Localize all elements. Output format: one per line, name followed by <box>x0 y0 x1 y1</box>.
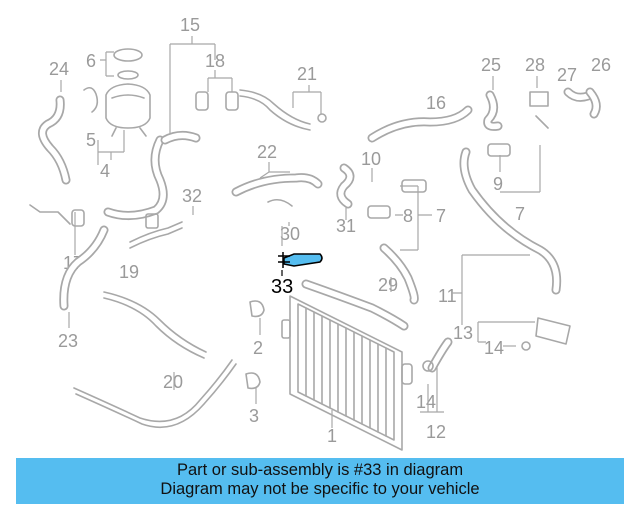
banner-line-2: Diagram may not be specific to your vehi… <box>160 480 480 498</box>
fittings-8-9-part <box>367 143 511 219</box>
highlighted-part-33 <box>278 252 323 276</box>
hose-31-part <box>336 163 355 209</box>
callout-1: 1 <box>327 426 337 446</box>
callout-28: 28 <box>525 55 545 75</box>
callout-16: 16 <box>426 93 446 113</box>
callout-14-right: 14 <box>484 338 504 358</box>
callout-13: 13 <box>453 323 473 343</box>
leader-lines <box>60 36 541 428</box>
fitting-18-part <box>195 91 239 111</box>
callout-22: 22 <box>257 142 277 162</box>
callout-19: 19 <box>119 262 139 282</box>
callout-9: 9 <box>493 174 503 194</box>
callout-18: 18 <box>205 51 225 71</box>
callout-25: 25 <box>481 55 501 75</box>
callout-7-upper: 7 <box>436 206 446 226</box>
pipe-21-part <box>239 89 327 131</box>
callout-14-lower: 14 <box>416 392 436 412</box>
callout-5: 5 <box>86 130 96 150</box>
fitting-13-part <box>521 317 571 351</box>
callout-8: 8 <box>403 206 413 226</box>
callout-24: 24 <box>49 59 69 79</box>
hose-16-part <box>367 105 473 143</box>
hose-24-part <box>38 95 71 185</box>
callout-15: 15 <box>180 15 200 35</box>
callout-27: 27 <box>557 65 577 85</box>
callout-32: 32 <box>182 186 202 206</box>
hose-7-part <box>459 147 562 295</box>
small-parts-2-3-part <box>245 300 265 390</box>
hose-23-part <box>59 225 109 311</box>
pipe-19-part <box>103 291 207 359</box>
callout-2: 2 <box>253 338 263 358</box>
callout-23: 23 <box>58 331 78 351</box>
callout-4: 4 <box>100 161 110 181</box>
small-hoses-top-right-part <box>483 87 601 131</box>
radiator-1-part <box>281 295 413 451</box>
clamp-12-14-part <box>422 337 453 373</box>
callout-33-highlighted: 33 <box>271 276 293 298</box>
callout-11: 11 <box>438 286 457 306</box>
expansion-tank-part <box>105 48 151 137</box>
callout-6: 6 <box>86 51 96 71</box>
pipe-32-part <box>129 213 183 249</box>
pipe-20-part <box>73 359 237 428</box>
banner-line-1: Part or sub-assembly is #33 in diagram <box>176 461 464 479</box>
callout-7-lower: 7 <box>515 204 525 224</box>
callout-31: 31 <box>336 216 356 236</box>
callout-20: 20 <box>163 372 183 392</box>
callout-21: 21 <box>297 64 317 84</box>
hose-15-part <box>83 86 201 220</box>
info-banner: Part or sub-assembly is #33 in diagram D… <box>16 458 624 504</box>
sensor-17-part <box>29 204 85 227</box>
callout-3: 3 <box>249 406 259 426</box>
hose-29-part <box>301 243 419 331</box>
callout-30: 30 <box>280 224 300 244</box>
callout-12: 12 <box>426 422 446 442</box>
callout-29: 29 <box>378 275 398 295</box>
pipe-22-part <box>231 173 323 207</box>
callout-26: 26 <box>591 55 611 75</box>
callout-10: 10 <box>361 149 381 169</box>
parts-diagram: 15 6 18 24 28 25 27 26 21 16 5 4 22 10 9… <box>29 15 611 451</box>
